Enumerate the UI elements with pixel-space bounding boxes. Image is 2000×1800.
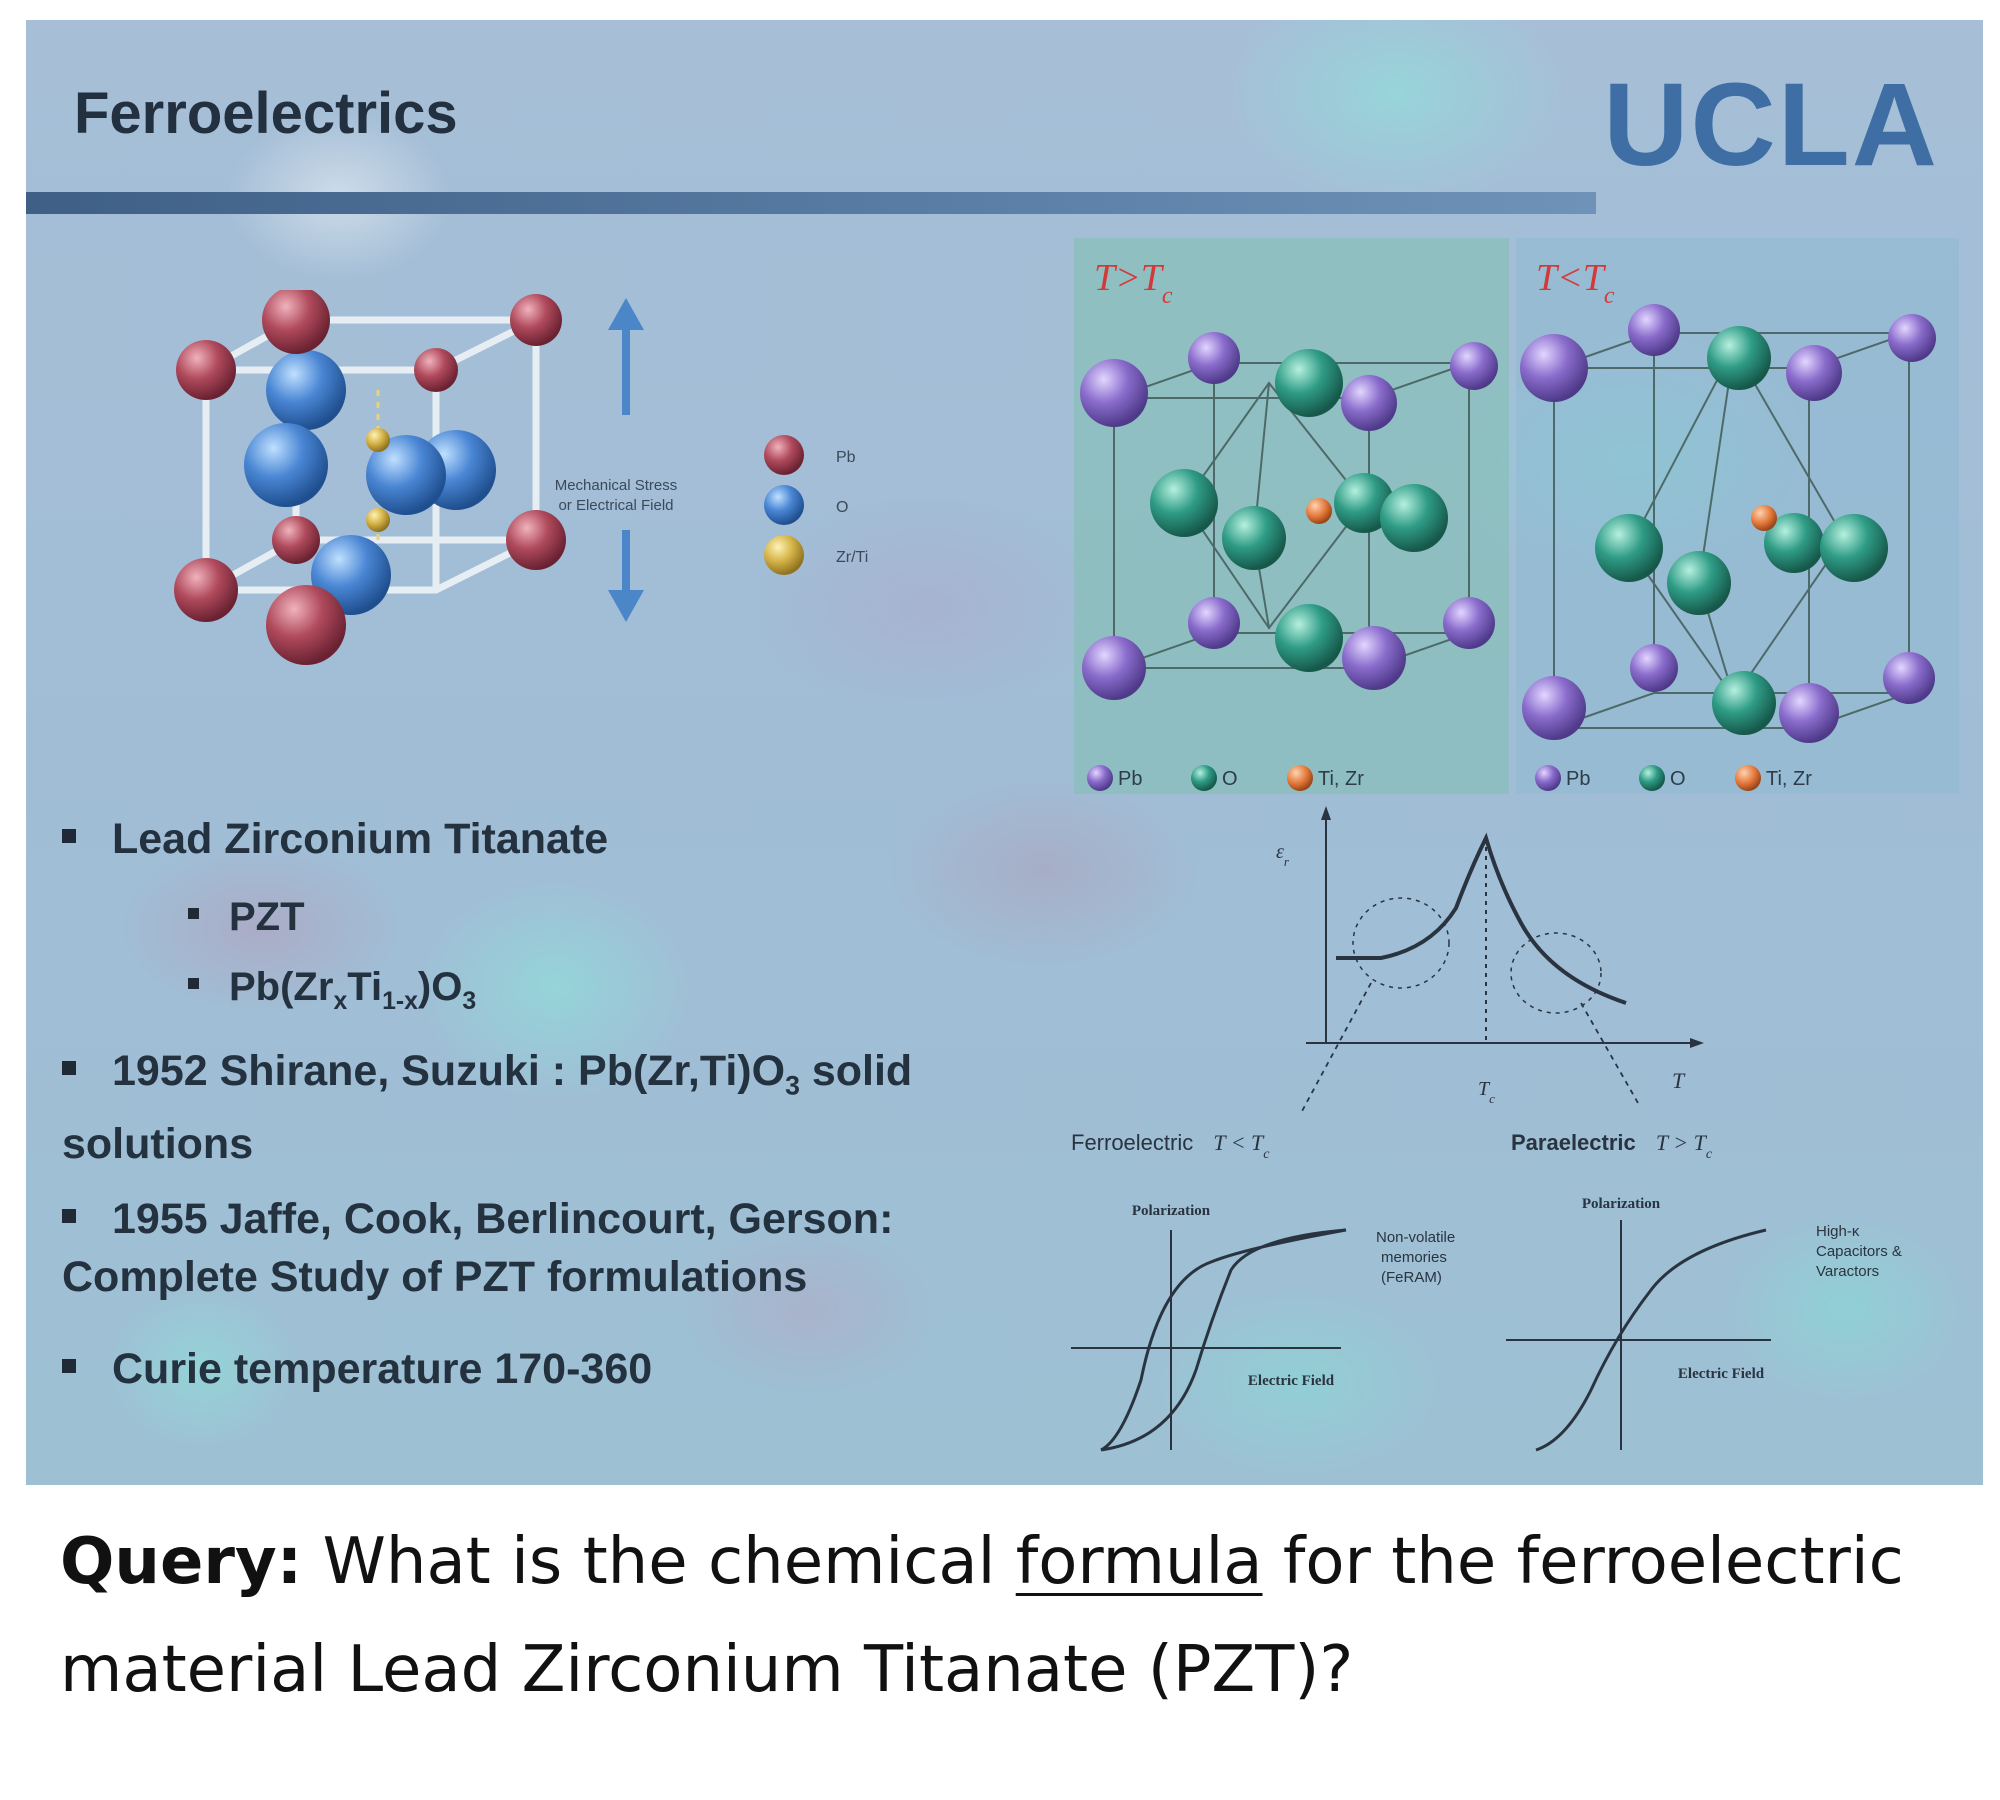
lead-atom [510,294,562,346]
para-y-label: Polarization [1582,1196,1661,1212]
oxygen-atom [244,423,328,507]
legend-zrti-swatch [764,535,804,575]
query-label: Query: [60,1525,303,1599]
panel-left-legend: Pb O Ti, Zr [1087,765,1364,791]
bullet-marker [188,907,199,919]
title-divider [26,192,1596,214]
bullet-marker [62,1358,76,1373]
bullet-marker [62,1060,76,1075]
zr-ti-atom [366,508,390,532]
bullet-pzt-name: Lead Zirconium Titanate [62,810,608,868]
svg-text:O: O [1222,768,1238,790]
lead-atom [272,516,320,564]
legend-o-swatch [764,485,804,525]
bullet-pzt-abbrev: PZT [188,888,305,946]
query-text: Query: What is the chemical formula for … [60,1525,1904,1707]
ferro-application-note: Non-volatile memories (FeRAM) [1376,1229,1455,1286]
hysteresis-loop [1100,1228,1347,1452]
pzt-formula: Pb(ZrxTi1-x)O3 [229,965,477,1015]
arrow-up-icon [608,298,644,330]
bullet-1955: 1955 Jaffe, Cook, Berlincourt, Gerson: C… [62,1195,894,1301]
svg-text:Non-volatile: Non-volatile [1376,1229,1455,1246]
bullet-marker [62,1208,76,1223]
legend-o-label: O [836,499,848,516]
permittivity-curve-figure: εr Tc T [1276,806,1704,1114]
panel-right-legend: Pb O Ti, Zr [1535,765,1812,791]
oxygen-atom [366,435,446,515]
legend-pb-swatch [764,435,804,475]
svg-text:Pb: Pb [1566,768,1590,790]
lead-atom [176,340,236,400]
paraelectric-title: Paraelectric T > Tc [1511,1130,1713,1162]
arrow-down-icon [608,590,644,622]
svg-text:(FeRAM): (FeRAM) [1381,1269,1442,1286]
svg-text:Capacitors &: Capacitors & [1816,1243,1902,1260]
perovskite-cell-figure: Mechanical Stress or Electrical Field Pb… [174,290,868,665]
bullet-pzt-formula: Pb(ZrxTi1-x)O3 [188,958,476,1031]
svg-text:High-κ: High-κ [1816,1223,1860,1240]
slide-title: Ferroelectrics [74,81,458,146]
ucla-logo: UCLA [1603,59,1939,191]
y-axis-label: εr [1276,841,1290,869]
bullet-curie-temp: Curie temperature 170-360 [62,1340,652,1398]
ferroelectric-title: Ferroelectric T < Tc [1071,1130,1270,1162]
svg-text:Pb: Pb [1118,768,1142,790]
structure-panels: T>Tc T<Tc [1074,238,1959,794]
ferro-y-label: Polarization [1132,1203,1211,1219]
lead-atom [174,558,238,622]
lead-atom [266,585,346,665]
stress-label-line1: Mechanical Stress [555,477,678,494]
stress-arrows [608,298,644,622]
oxygen-atom [266,350,346,430]
ferro-x-label: Electric Field [1248,1373,1335,1389]
legend-pb-label: Pb [836,449,856,466]
bullet-marker [188,977,199,989]
zr-ti-atom [366,428,390,452]
x-axis-label: T [1672,1068,1686,1093]
hysteresis-figure: Ferroelectric T < Tc Paraelectric T > Tc… [1071,1130,1902,1452]
svg-text:Ti, Zr: Ti, Zr [1318,768,1364,790]
panel-left-label: T>Tc [1094,257,1173,309]
atom-legend: Pb O Zr/Ti [764,435,868,575]
tc-tick-label: Tc [1478,1078,1495,1106]
permittivity-curve [1336,832,1627,1005]
query-keyword: formula [1015,1525,1263,1599]
bullet-1952: 1952 Shirane, Suzuki : Pb(Zr,Ti)O3 solid… [62,1047,913,1168]
legend-zrti-label: Zr/Ti [836,549,868,566]
slide: Ferroelectrics UCLA [26,20,1983,1485]
svg-text:memories: memories [1381,1249,1447,1266]
bullet-marker [62,828,76,843]
paraelectric-curve [1535,1228,1767,1452]
svg-text:Ti, Zr: Ti, Zr [1766,768,1812,790]
stress-label-line2: or Electrical Field [558,497,673,514]
lead-atom [414,348,458,392]
para-x-label: Electric Field [1678,1366,1765,1382]
para-application-note: High-κ Capacitors & Varactors [1816,1223,1902,1280]
panel-right-label: T<Tc [1536,257,1615,309]
svg-text:Varactors: Varactors [1816,1263,1879,1280]
svg-text:O: O [1670,768,1686,790]
lead-atom [262,290,330,354]
lead-atom [506,510,566,570]
